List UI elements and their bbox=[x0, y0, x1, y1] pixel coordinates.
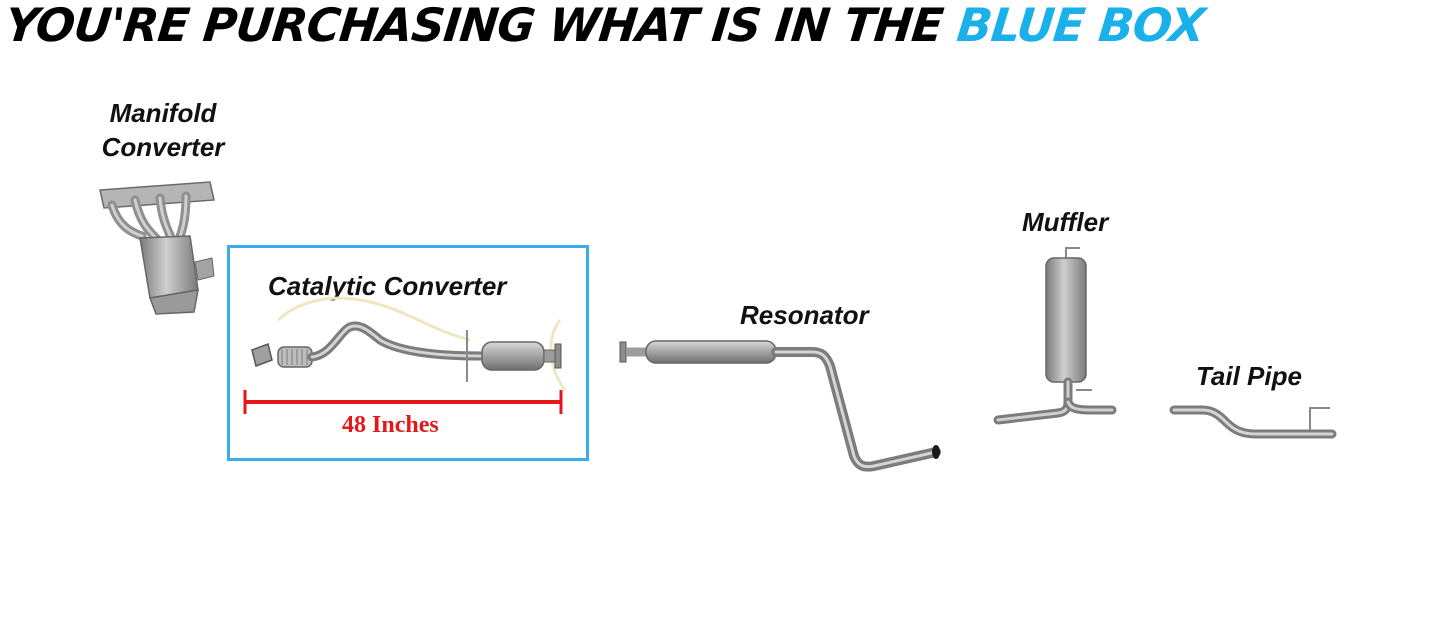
label-manifold-line2: Converter bbox=[101, 132, 225, 162]
label-catalytic-converter: Catalytic Converter bbox=[268, 271, 507, 301]
label-muffler: Muffler bbox=[1022, 207, 1109, 237]
blue-box-highlight bbox=[227, 245, 589, 461]
manifold-converter-part bbox=[99, 181, 215, 315]
label-manifold-line1: Manifold bbox=[109, 98, 217, 128]
muffler-part bbox=[993, 247, 1117, 425]
catalytic-converter-part bbox=[251, 296, 567, 391]
measurement-label: 48 Inches bbox=[342, 412, 439, 438]
label-tail-pipe: Tail Pipe bbox=[1196, 361, 1302, 391]
measurement-bar bbox=[243, 390, 563, 414]
tail-pipe-part bbox=[1169, 405, 1337, 439]
label-resonator: Resonator bbox=[740, 300, 869, 330]
label-manifold-converter: Manifold Converter bbox=[82, 96, 244, 164]
resonator-part bbox=[619, 340, 941, 472]
